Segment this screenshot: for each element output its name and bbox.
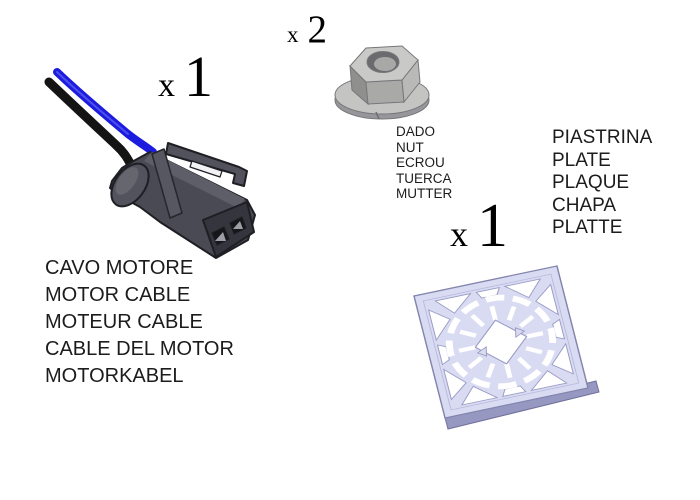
label-line: TUERCA <box>396 170 452 186</box>
label-line: CHAPA <box>552 194 617 216</box>
label-line: PLAQUE <box>552 172 630 193</box>
lattice-plate-3d-icon <box>413 265 600 430</box>
quantity-value: 1 <box>477 192 508 260</box>
label-line: NUT <box>396 139 424 155</box>
motor-cable-label-list: CAVO MOTORE MOTOR CABLE MOTEUR CABLE CAB… <box>45 255 234 390</box>
connector-body <box>109 142 256 259</box>
label-line: MOTORKABEL <box>45 365 184 387</box>
quantity-prefix: x <box>450 214 468 254</box>
label-line: CABLE DEL MOTOR <box>45 338 234 360</box>
label-line: CAVO MOTORE <box>45 257 194 279</box>
label-line: PLATTE <box>552 217 623 238</box>
motor-cable-3d-icon <box>44 68 256 259</box>
label-line: DADO <box>396 124 436 139</box>
label-line: PIASTRINA <box>552 127 653 148</box>
plate-top-face <box>413 265 589 419</box>
nut-shape <box>334 45 430 120</box>
label-line: MUTTER <box>396 186 453 201</box>
motor-cable-quantity: x 1 <box>158 48 213 106</box>
quantity-prefix: x <box>287 22 299 47</box>
nut-quantity: x 2 <box>287 10 327 49</box>
label-line: PLATE <box>552 149 611 171</box>
quantity-value: 2 <box>307 8 328 51</box>
label-line: MOTOR CABLE <box>45 284 191 306</box>
quantity-prefix: x <box>158 67 175 104</box>
label-line: ECROU <box>396 155 445 170</box>
plate-label-list: PIASTRINA PLATE PLAQUE CHAPA PLATTE <box>552 127 652 240</box>
flange-nut-3d-icon <box>334 45 430 120</box>
black-wire <box>44 77 137 172</box>
plate-quantity: x 1 <box>450 195 508 257</box>
blue-wire-highlight <box>56 71 129 135</box>
quantity-value: 1 <box>184 44 213 109</box>
label-line: MOTEUR CABLE <box>45 311 203 333</box>
nut-label-list: DADO NUT ECROU TUERCA MUTTER <box>396 124 452 202</box>
